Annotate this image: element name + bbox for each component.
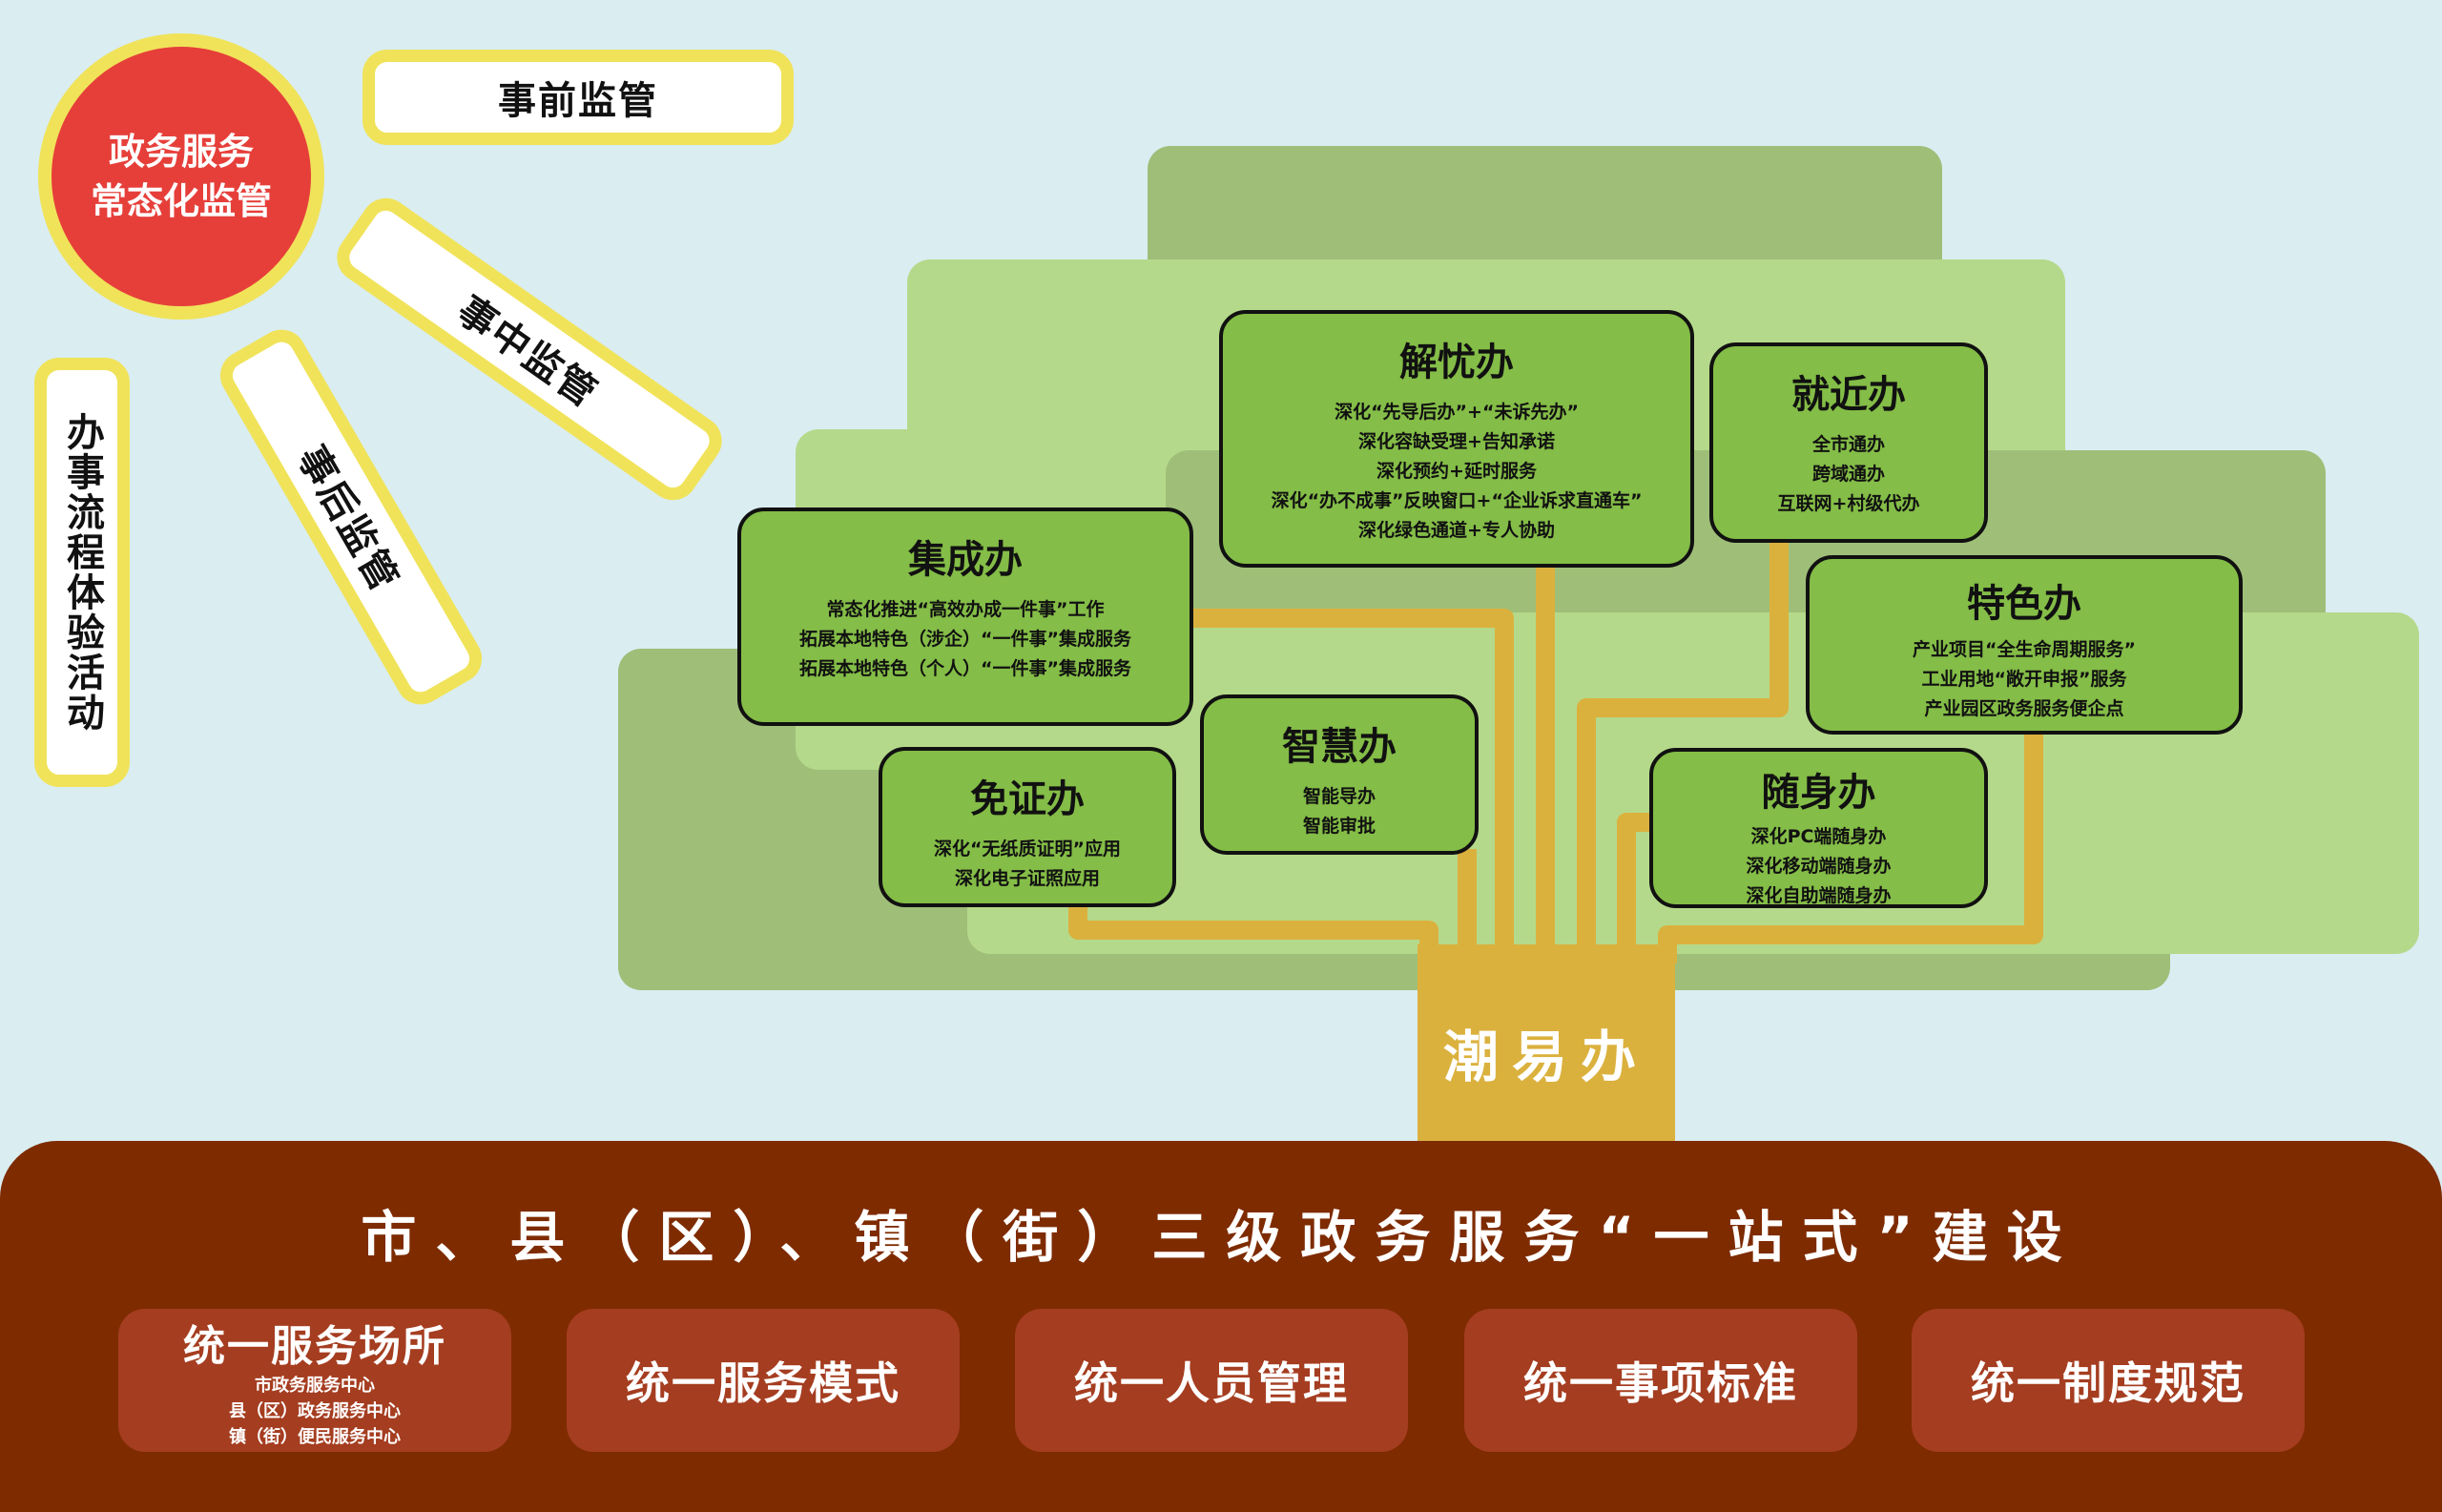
trunk-label: 潮易办	[1442, 1024, 1649, 1089]
box-tese-title: 特色办	[1967, 582, 2081, 626]
branch-jicheng	[1190, 609, 1514, 963]
sun-line-2: 常态化监管	[90, 180, 272, 222]
box-jicheng: 集成办 常态化推进“高效办成一件事”工作 拓展本地特色（涉企）“一件事”集成服务…	[737, 507, 1193, 726]
box-jieyou: 解忧办 深化“先导后办”+“未诉先办” 深化容缺受理+告知承诺 深化预约+延时服…	[1219, 310, 1694, 568]
box-suishen-line: 深化自助端随身办	[1746, 885, 1892, 906]
sun-line-1: 政务服务	[108, 131, 254, 173]
box-jieyou-title: 解忧办	[1399, 341, 1514, 384]
branch-mianzheng	[1068, 901, 1438, 963]
box-jiujin-title: 就近办	[1791, 373, 1906, 417]
pillar-unified-staff: 统一人员管理	[1015, 1309, 1408, 1452]
box-jieyou-line: 深化绿色通道+专人协助	[1358, 520, 1555, 541]
pillar-sub: 县（区）政务服务中心	[229, 1400, 401, 1421]
ray-before-supervision: 事前监管	[362, 50, 794, 145]
pillar-label: 统一制度规范	[1971, 1357, 2245, 1409]
trunk-chaoyiban: 潮易办	[1418, 944, 1675, 1159]
box-jiujin: 就近办 全市通办 跨域通办 互联网+村级代办	[1709, 342, 1988, 543]
ray-before-label: 事前监管	[498, 79, 658, 123]
box-suishen-line: 深化PC端随身办	[1750, 826, 1887, 847]
box-jiujin-line: 互联网+村级代办	[1777, 493, 1920, 514]
box-jieyou-line: 深化容缺受理+告知承诺	[1358, 431, 1555, 452]
box-tese-line: 产业园区政务服务便企点	[1924, 698, 2124, 719]
process-experience-label: 办事流程体验活动	[34, 358, 130, 787]
branch-suishen	[1617, 813, 1655, 963]
branch-jiujin	[1577, 539, 1789, 963]
box-mianzheng-line: 深化电子证照应用	[954, 868, 1100, 889]
box-mianzheng-title: 免证办	[970, 777, 1085, 821]
box-suishen-line: 深化移动端随身办	[1746, 856, 1892, 877]
pillar-unified-mode: 统一服务模式	[567, 1309, 960, 1452]
box-jicheng-title: 集成办	[908, 538, 1023, 582]
box-zhihui: 智慧办 智能导办 智能审批	[1200, 694, 1479, 855]
box-tese-line: 产业项目“全生命周期服务”	[1913, 639, 2136, 660]
box-jiujin-line: 跨域通办	[1811, 464, 1885, 485]
pillar-unified-standard: 统一事项标准	[1464, 1309, 1857, 1452]
box-zhihui-line: 智能审批	[1302, 816, 1376, 837]
box-zhihui-title: 智慧办	[1282, 725, 1397, 769]
box-zhihui-line: 智能导办	[1302, 786, 1376, 807]
box-jicheng-line: 常态化推进“高效办成一件事”工作	[826, 599, 1105, 620]
pillar-sub: 市政务服务中心	[255, 1375, 375, 1396]
pillar-unified-rules: 统一制度规范	[1912, 1309, 2305, 1452]
box-tese-line: 工业用地“敞开申报”服务	[1921, 669, 2127, 690]
box-jieyou-line: 深化预约+延时服务	[1376, 461, 1537, 482]
box-tese: 特色办 产业项目“全生命周期服务” 工业用地“敞开申报”服务 产业园区政务服务便…	[1806, 555, 2243, 735]
pillar-unified-venue: 统一服务场所 市政务服务中心 县（区）政务服务中心 镇（街）便民服务中心	[118, 1309, 511, 1452]
box-jiujin-line: 全市通办	[1811, 434, 1885, 455]
pillar-label: 统一事项标准	[1523, 1357, 1798, 1409]
box-mianzheng: 免证办 深化“无纸质证明”应用 深化电子证照应用	[879, 747, 1176, 907]
box-suishen-title: 随身办	[1761, 771, 1876, 815]
process-experience-text: 办事流程体验活动	[60, 412, 104, 733]
box-suishen: 随身办 深化PC端随身办 深化移动端随身办 深化自助端随身办	[1649, 748, 1988, 908]
pillar-label: 统一服务模式	[626, 1357, 900, 1409]
box-jicheng-line: 拓展本地特色（涉企）“一件事”集成服务	[799, 629, 1131, 650]
ground-title: 市、县（区）、镇（街）三级政务服务“一站式”建设	[361, 1205, 2081, 1270]
pillar-sub: 镇（街）便民服务中心	[229, 1426, 401, 1447]
box-mianzheng-line: 深化“无纸质证明”应用	[934, 839, 1121, 860]
pillar-label: 统一服务场所	[183, 1321, 446, 1371]
pillar-label: 统一人员管理	[1074, 1357, 1349, 1409]
box-jieyou-line: 深化“办不成事”反映窗口+“企业诉求直通车”	[1271, 490, 1643, 511]
box-jicheng-line: 拓展本地特色（个人）“一件事”集成服务	[799, 658, 1131, 679]
box-jieyou-line: 深化“先导后办”+“未诉先办”	[1335, 402, 1579, 423]
